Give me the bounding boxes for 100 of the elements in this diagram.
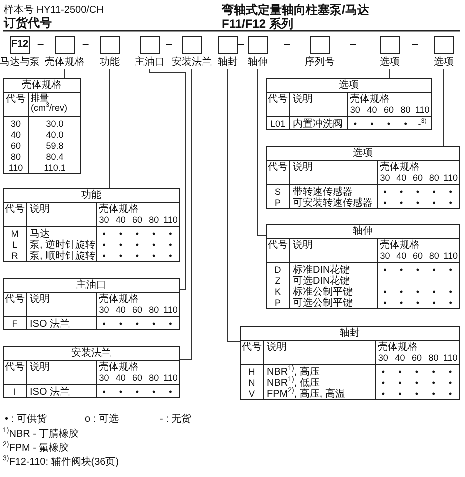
description-text: 内置冲洗阀 <box>293 119 343 130</box>
size-header: 60 <box>412 251 424 262</box>
option-table <box>3 278 180 330</box>
description-text: FPM$^{2)}$, 高压, 高温 <box>267 389 346 400</box>
table-title: 安装法兰 <box>70 348 112 359</box>
table-title: 轴封 <box>339 328 361 339</box>
key-text: o : 可选 <box>85 412 119 426</box>
size-header: 80 <box>148 305 160 316</box>
size-header: 40 <box>114 305 127 316</box>
description-text: 带转速传感器 <box>293 187 353 198</box>
separator-dash: – <box>238 37 245 51</box>
availability-mark: • <box>414 378 420 389</box>
column-header: 壳体规格 <box>380 162 420 173</box>
size-header: 40 <box>394 353 406 364</box>
availability-mark: • <box>168 387 174 398</box>
table-title: 壳体规格 <box>21 80 63 91</box>
availability-mark: • <box>399 287 404 298</box>
size-code: 110 <box>8 163 24 174</box>
table-title: 主油口 <box>76 280 108 291</box>
size-header: 30 <box>98 215 110 226</box>
availability-mark: • <box>168 240 174 251</box>
size-header: 80 <box>428 173 440 184</box>
field-caption: 壳体规格 <box>45 57 85 68</box>
option-table <box>240 326 460 400</box>
size-header: 60 <box>131 305 144 316</box>
availability-mark: • <box>102 387 107 398</box>
column-header: 说明 <box>293 240 313 251</box>
option-table <box>266 224 460 309</box>
availability-mark: • <box>415 298 421 309</box>
size-code: 60 <box>10 141 22 152</box>
size-header: 80 <box>400 105 412 116</box>
description-text: 可选公制平键 <box>293 298 353 309</box>
description-text: ISO 法兰 <box>30 319 70 330</box>
field-caption: 选项 <box>379 57 401 68</box>
availability-mark: • <box>102 240 107 251</box>
column-header: 壳体规格 <box>380 240 420 251</box>
separator-dash: – <box>38 37 44 51</box>
field-caption: 轴伸 <box>247 57 269 68</box>
column-header: 壳体规格 <box>378 342 418 353</box>
size-header: 110 <box>162 215 179 226</box>
availability-mark: • <box>118 251 124 262</box>
availability-mark: • <box>448 265 454 276</box>
series-subtitle: F11/F12 系列 <box>222 16 294 33</box>
code-text: H <box>248 367 256 378</box>
availability-mark: • <box>152 387 157 398</box>
availability-mark: • <box>399 187 404 198</box>
size-header: 60 <box>131 215 144 226</box>
availability-mark: • <box>415 198 421 209</box>
description-text: 标准公制平键 <box>293 287 353 298</box>
size-header: 30 <box>379 173 392 184</box>
column-header: 代号 <box>4 362 26 373</box>
availability-mark: • <box>134 387 140 398</box>
size-header: 60 <box>131 373 144 384</box>
availability-mark: -$^{3)}$ <box>417 119 428 130</box>
availability-mark: • <box>118 387 124 398</box>
availability-mark: • <box>415 265 421 276</box>
availability-mark: • <box>168 319 174 330</box>
code-text: L <box>11 240 18 251</box>
option-table <box>3 346 180 398</box>
size-header: 40 <box>396 251 408 262</box>
key-text: • : 可供货 <box>5 413 47 426</box>
document-number: 样本号 HY11-2500/CH <box>4 4 104 17</box>
option-table <box>266 78 432 130</box>
size-header: 60 <box>412 173 424 184</box>
availability-mark: • <box>403 119 408 130</box>
code-text: R <box>10 251 20 262</box>
size-header: 30 <box>98 305 110 316</box>
availability-mark: • <box>152 251 157 262</box>
availability-mark: • <box>380 389 386 400</box>
availability-mark: • <box>432 287 437 298</box>
column-header: 壳体规格 <box>99 204 139 215</box>
size-header: 110 <box>414 105 431 116</box>
description-text: 标准DIN花键 <box>293 265 350 276</box>
column-header: 说明 <box>293 94 313 105</box>
availability-mark: • <box>102 251 107 262</box>
availability-mark: • <box>386 119 392 130</box>
connector-line <box>228 68 240 342</box>
code-text: L01 <box>269 119 287 130</box>
description-text: 可安装转速传感器 <box>293 198 373 209</box>
column-header: 说明 <box>30 204 50 215</box>
size-header: 80 <box>148 373 160 384</box>
availability-mark: • <box>448 389 454 400</box>
availability-mark: • <box>448 298 454 309</box>
separator-dash: – <box>284 37 291 51</box>
availability-mark: • <box>118 229 124 240</box>
column-header: 壳体规格 <box>99 362 139 373</box>
displacement-value: 110.1 <box>43 163 67 174</box>
column-header: 说明 <box>267 342 287 353</box>
description-text: 泵, 逆时针旋转 <box>30 240 96 251</box>
availability-mark: • <box>431 378 436 389</box>
availability-mark: • <box>134 251 140 262</box>
footnote: $^{2)}$FPM - 氟橡胶 <box>3 441 70 455</box>
size-header: 110 <box>442 251 459 262</box>
field-caption: 序列号 <box>304 57 336 68</box>
column-header: 代号 <box>267 240 289 251</box>
availability-mark: • <box>102 229 107 240</box>
availability-mark: • <box>415 187 421 198</box>
availability-mark: • <box>352 119 358 130</box>
availability-mark: • <box>152 240 157 251</box>
code-text: P <box>274 298 282 309</box>
